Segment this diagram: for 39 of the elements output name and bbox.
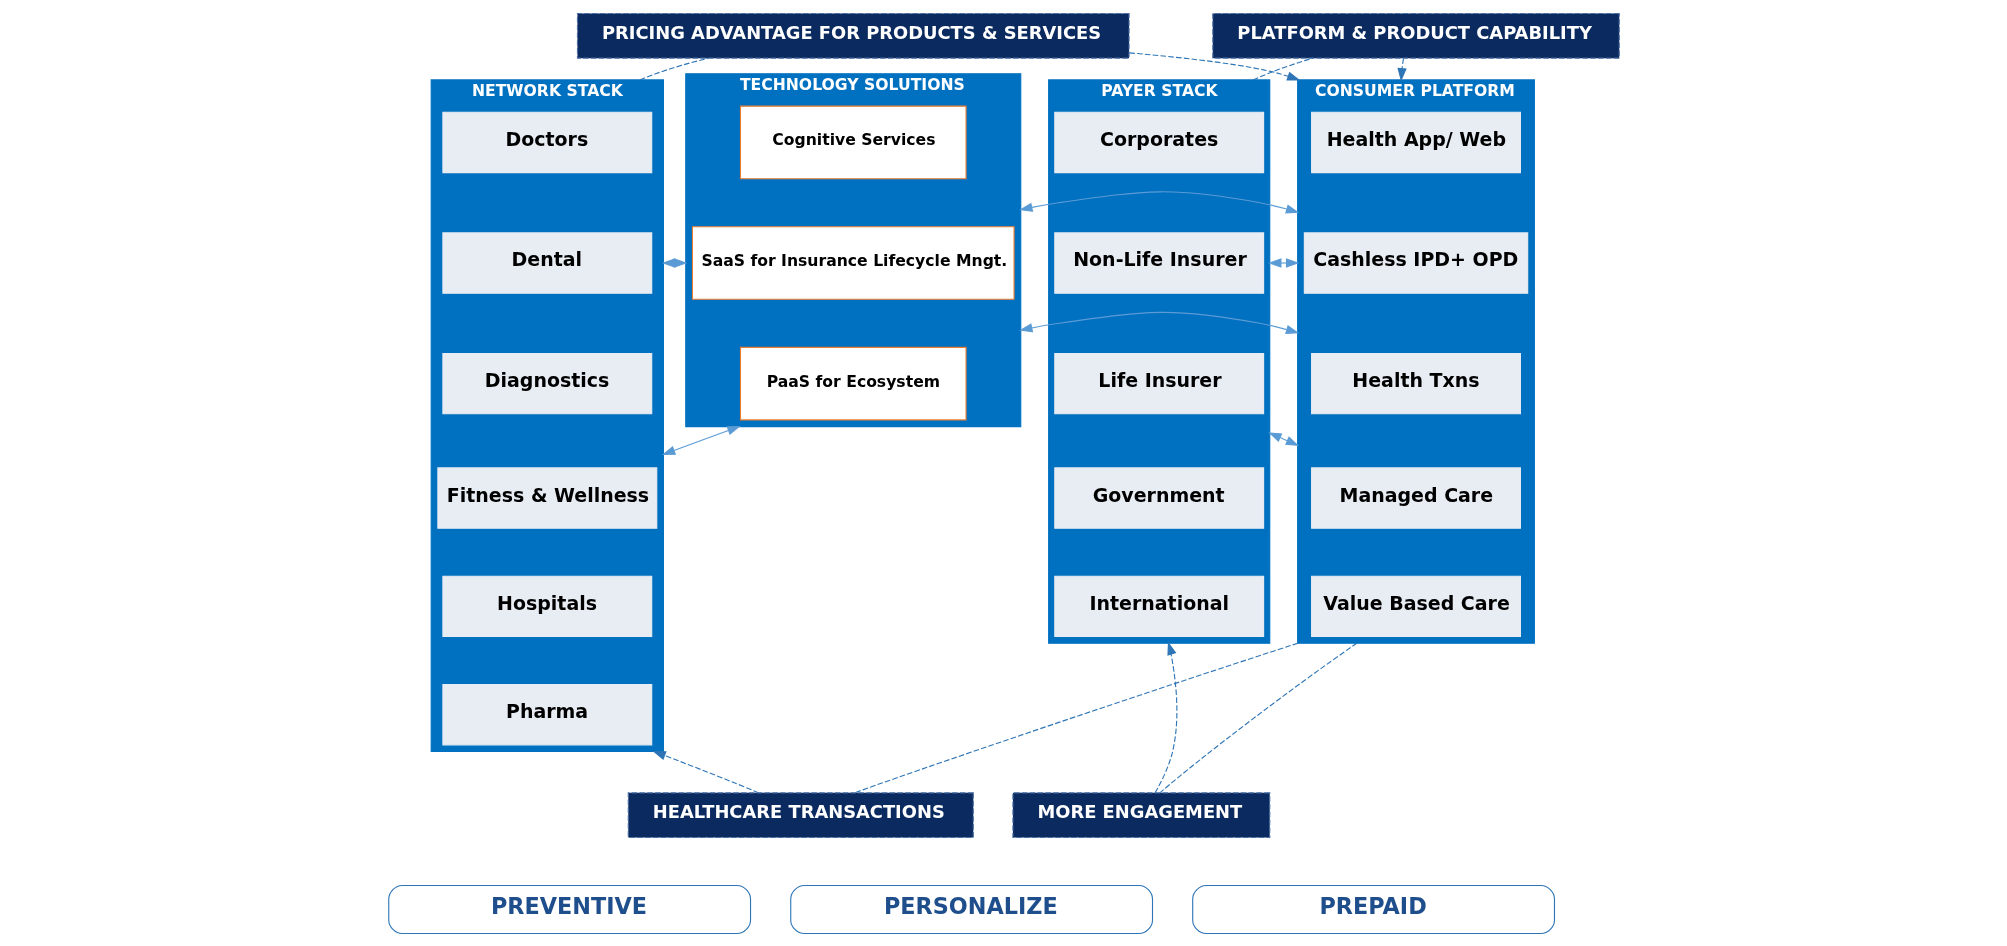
node-box: Pharma [441,683,652,745]
arrow [1267,257,1299,268]
node-box: Managed Care [1310,466,1521,529]
node-box: Fitness & Wellness [436,466,657,529]
node-box: SaaS for Insurance Lifecycle Mngt. [691,225,1015,300]
node-box: Diagnostics [441,352,652,414]
arrow [1396,57,1407,82]
node-box: Hospitals [441,575,652,637]
node-box: HEALTHCARE TRANSACTIONS [627,791,974,838]
arrow [1018,190,1299,213]
arrow [1267,431,1299,446]
node-box: Dental [441,231,652,294]
node-box: Value Based Care [1310,575,1521,637]
node-box: Health Txns [1310,352,1521,414]
connector [1251,57,1313,80]
node-box: Government [1053,466,1264,529]
node-box: Non-Life Insurer [1053,231,1264,294]
node-box: Corporates [1053,111,1264,173]
node-box: Life Insurer [1053,352,1264,414]
node-box: PREPAID [1191,884,1555,934]
arrow [661,425,741,455]
node-box: International [1053,575,1264,637]
arrow [651,750,759,793]
node-box: PRICING ADVANTAGE FOR PRODUCTS & SERVICES [576,12,1130,59]
arrow [1128,51,1301,81]
node-box: PREVENTIVE [387,884,751,934]
connector [853,642,1298,793]
node-box: Cashless IPD+ OPD [1303,231,1528,294]
node-box: PERSONALIZE [789,884,1153,934]
node-box: MORE ENGAGEMENT [1011,791,1270,838]
node-box: PaaS for Ecosystem [739,346,967,420]
connector [1159,642,1357,793]
node-box: Health App/ Web [1310,111,1521,173]
arrow [1154,641,1177,793]
node-box: Doctors [441,111,652,173]
node-box: Cognitive Services [739,105,967,179]
arrow [1018,311,1299,334]
node-box: PLATFORM & PRODUCT CAPABILITY [1211,12,1620,59]
connector [638,57,709,80]
